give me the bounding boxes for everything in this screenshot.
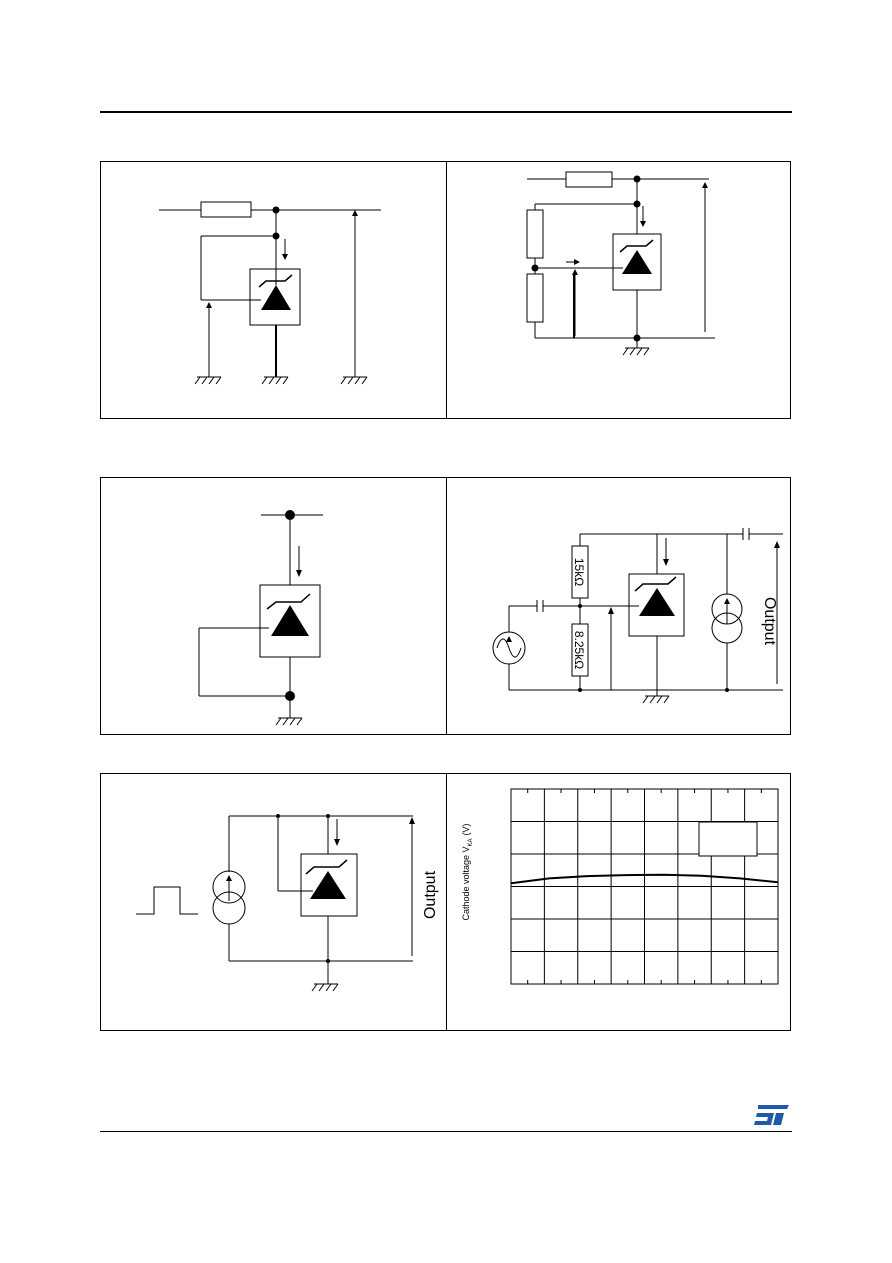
- figure-4-circuit: 15kΩ 8.25kΩ Output: [447, 478, 792, 734]
- series-line: [510, 873, 779, 885]
- figure-row-3: Output Cathode voltage VKA (V): [100, 773, 791, 1031]
- panel-divider: [446, 162, 447, 418]
- figure-1-circuit: [101, 162, 446, 418]
- y-axis-label-subscript: KA: [468, 838, 474, 846]
- circuit-diagram-phase-margin: 15kΩ 8.25kΩ Output: [492, 528, 783, 704]
- figure-2-circuit: [447, 162, 792, 418]
- circuit-diagram-vka-test: [526, 171, 715, 356]
- figure-3-circuit: [101, 478, 446, 734]
- footer-rule: [100, 1131, 792, 1132]
- panel-divider: [446, 478, 447, 734]
- chart-grid: [511, 789, 778, 984]
- chart-ticks: [527, 789, 762, 984]
- resistor-label-8-25k: 8.25kΩ: [572, 631, 586, 669]
- figure-5-circuit: Output: [101, 774, 446, 1030]
- output-label: Output: [422, 870, 439, 919]
- panel-divider: [446, 774, 447, 1030]
- figure-row-1: [100, 161, 791, 419]
- y-axis-label-unit: (V): [461, 823, 471, 835]
- plot-area-frame: [510, 788, 779, 985]
- circuit-diagram-vref-test: [159, 201, 381, 385]
- figure-6-chart: Cathode voltage VKA (V): [447, 774, 792, 1030]
- header-rule: [100, 111, 792, 113]
- legend-box: [698, 821, 758, 857]
- circuit-diagram-pulse-response: Output: [136, 814, 439, 992]
- st-logo: [754, 1105, 789, 1125]
- cathode-voltage-chart: Cathode voltage VKA (V): [461, 788, 779, 985]
- circuit-diagram-off-state: [198, 510, 323, 726]
- resistor-label-15k: 15kΩ: [572, 558, 586, 586]
- y-axis-label-main: Cathode voltage V: [461, 846, 471, 920]
- output-label: Output: [761, 597, 778, 646]
- y-axis-label: Cathode voltage VKA (V): [461, 823, 474, 920]
- figure-row-2: 15kΩ 8.25kΩ Output: [100, 477, 791, 735]
